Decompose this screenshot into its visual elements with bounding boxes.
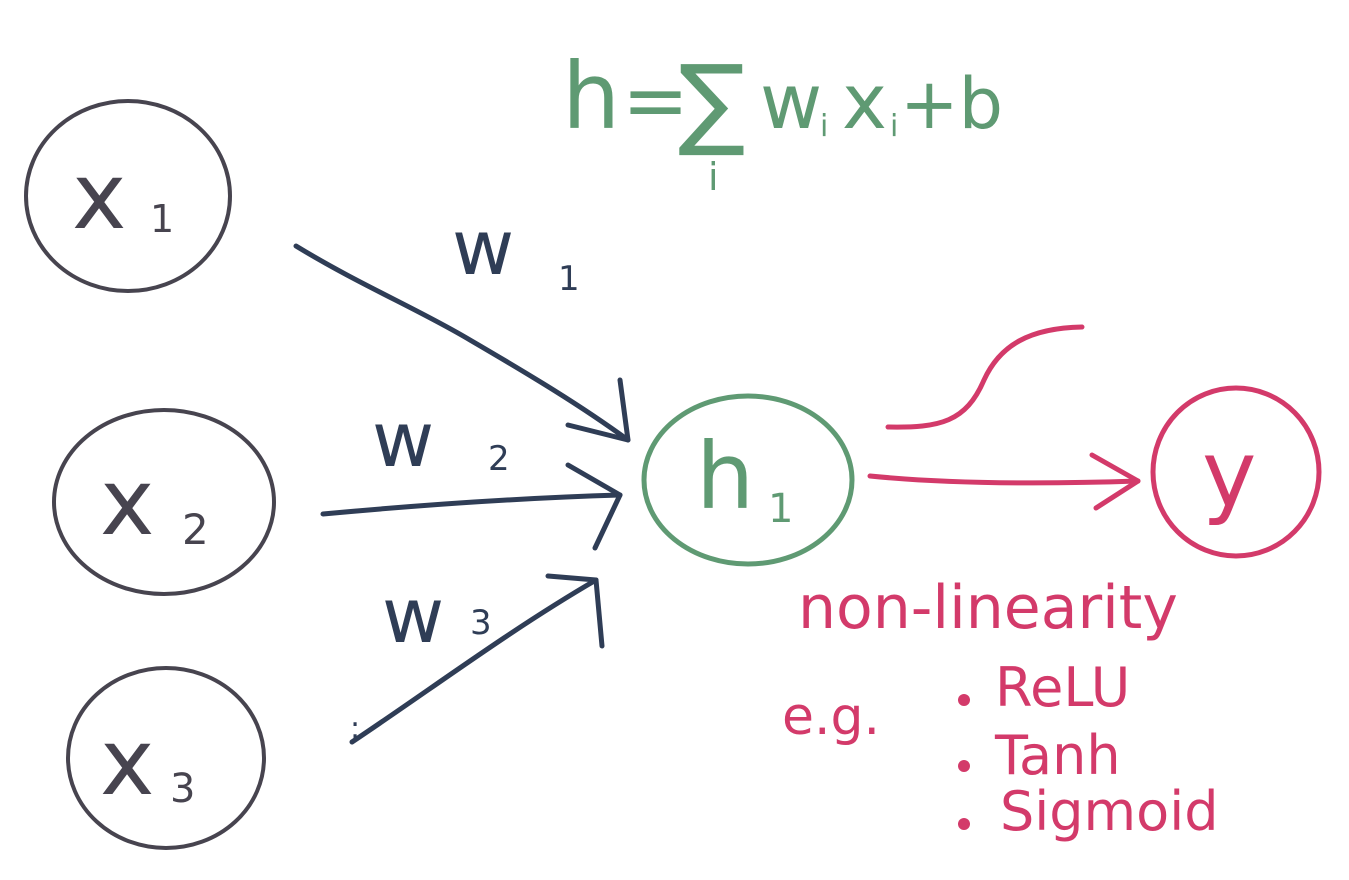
input-node-2-subscript: 2 [182,505,209,554]
weight-2-label: w [372,395,434,484]
example-sigmoid: Sigmoid [1000,780,1218,843]
arrowhead-x3 [545,573,605,649]
arrow-x2-to-h1 [320,492,623,517]
arrow-h1-to-y [867,473,1141,486]
arrow-x3-to-h1 [349,577,599,745]
equation-sum-index: i [708,155,719,199]
equation-equals: = [622,54,689,147]
weight-2-subscript: 2 [488,439,510,479]
nonlinearity-title: non-linearity [798,573,1178,643]
hidden-node: h 1 [641,393,855,567]
equation-weight-subscript: i [820,109,828,144]
input-node-1: x 1 [24,99,232,293]
weight-labels: w 1 w 2 w 3 : [350,203,580,746]
weight-3-label: w [382,571,444,660]
bullet-relu [958,694,970,706]
example-relu: ReLU [995,656,1130,719]
input-node-1-circle [24,99,232,293]
bullet-tanh [958,760,970,772]
input-node-2: x 2 [52,408,276,596]
input-node-3-circle [66,666,266,850]
input-node-3: x 3 [66,666,266,850]
sigmoid-curve-sketch [885,324,1085,430]
equation-weight: w [760,57,822,146]
example-tanh: Tanh [994,724,1121,787]
input-node-2-circle [52,408,276,596]
hidden-node-circle [641,393,855,567]
weight-1-label: w [452,203,514,292]
input-node-3-label: x [100,709,154,816]
arrowhead-y [1089,452,1141,511]
output-arrow [867,452,1141,511]
equation-input: x [842,57,887,146]
equation: h = ∑ i w i x i +b [562,43,1003,199]
weight-1-subscript: 1 [558,259,580,299]
arrowhead-x2 [565,462,623,551]
bullet-sigmoid [958,818,970,830]
hidden-node-label: h [696,423,754,530]
weight-3-subscript: 3 [470,603,492,643]
input-arrows [293,243,631,745]
output-node-label: y [1202,421,1256,528]
output-node-circle [1150,385,1322,559]
equation-bias: +b [900,63,1003,145]
output-node: y [1150,385,1322,559]
input-node-1-label: x [72,143,126,250]
ellipsis-mark: : [350,711,360,746]
input-node-1-subscript: 1 [150,197,174,241]
arrow-x1-to-h1 [293,243,631,443]
equation-input-subscript: i [890,109,898,144]
input-node-2-label: x [100,449,154,556]
eg-label: e.g. [782,687,880,747]
equation-sigma: ∑ [678,43,745,160]
hidden-node-subscript: 1 [768,486,793,532]
equation-lhs: h [562,43,620,150]
input-node-3-subscript: 3 [170,766,195,812]
arrowhead-x1 [565,377,631,443]
nonlinearity-notes: non-linearity e.g. ReLU Tanh Sigmoid [782,573,1218,843]
